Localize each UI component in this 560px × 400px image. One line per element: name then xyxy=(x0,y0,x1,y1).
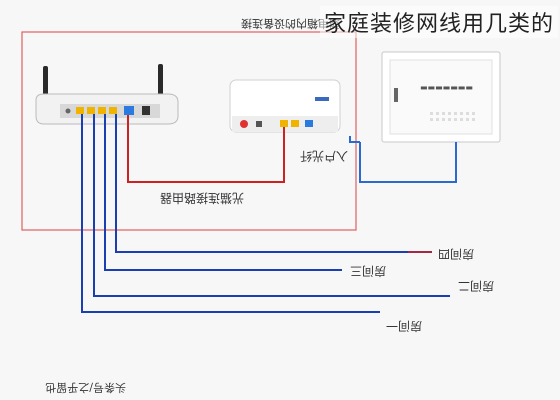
modem-port-c xyxy=(291,120,299,127)
room2-label: 房间二 xyxy=(458,279,494,294)
cable-room2 xyxy=(93,114,450,297)
weak-current-box: ▬▬▬▬▬▬▬ xyxy=(381,51,501,143)
cable-room3 xyxy=(104,114,342,271)
box-vent-grid xyxy=(430,112,475,121)
fiber-line-box xyxy=(359,142,457,183)
box-door xyxy=(389,59,493,135)
router-lan-port-2 xyxy=(87,107,95,114)
modem-logo xyxy=(315,97,329,101)
router-note-label: 光猫连接路由器 xyxy=(160,191,244,206)
modem-power-icon xyxy=(240,120,248,128)
modem-router-cable xyxy=(127,115,285,183)
router-lan-port-1 xyxy=(76,107,84,114)
box-label: ▬▬▬▬▬▬▬ xyxy=(420,83,473,92)
modem-port-d xyxy=(305,120,313,127)
top-note: 弱电箱内的设备连接 xyxy=(241,17,340,31)
distribution-box-frame xyxy=(21,31,357,231)
router-button xyxy=(65,108,71,114)
room3-label: 房间三 xyxy=(350,264,386,279)
cable-room1 xyxy=(81,114,380,313)
modem-port-b xyxy=(280,120,288,127)
router-wan-port xyxy=(124,106,134,115)
room1-label: 房间一 xyxy=(386,319,422,334)
optical-modem xyxy=(229,79,341,133)
page-title: 家庭装修网线用几类的 xyxy=(319,6,558,38)
cable-room4 xyxy=(115,114,432,253)
lan-cables xyxy=(81,114,450,313)
modem-port-a xyxy=(256,121,262,127)
router-lan-port-4 xyxy=(109,107,117,114)
router-power-port xyxy=(142,106,150,115)
watermark: 头条号/之乎留也 xyxy=(45,381,126,395)
router xyxy=(35,64,179,125)
fiber-in-label: 入户光纤 xyxy=(300,149,348,164)
fiber-line-modem xyxy=(349,136,360,143)
box-handle xyxy=(394,88,398,102)
router-lan-port-3 xyxy=(98,107,106,114)
room4-label: 房间四 xyxy=(438,247,474,262)
